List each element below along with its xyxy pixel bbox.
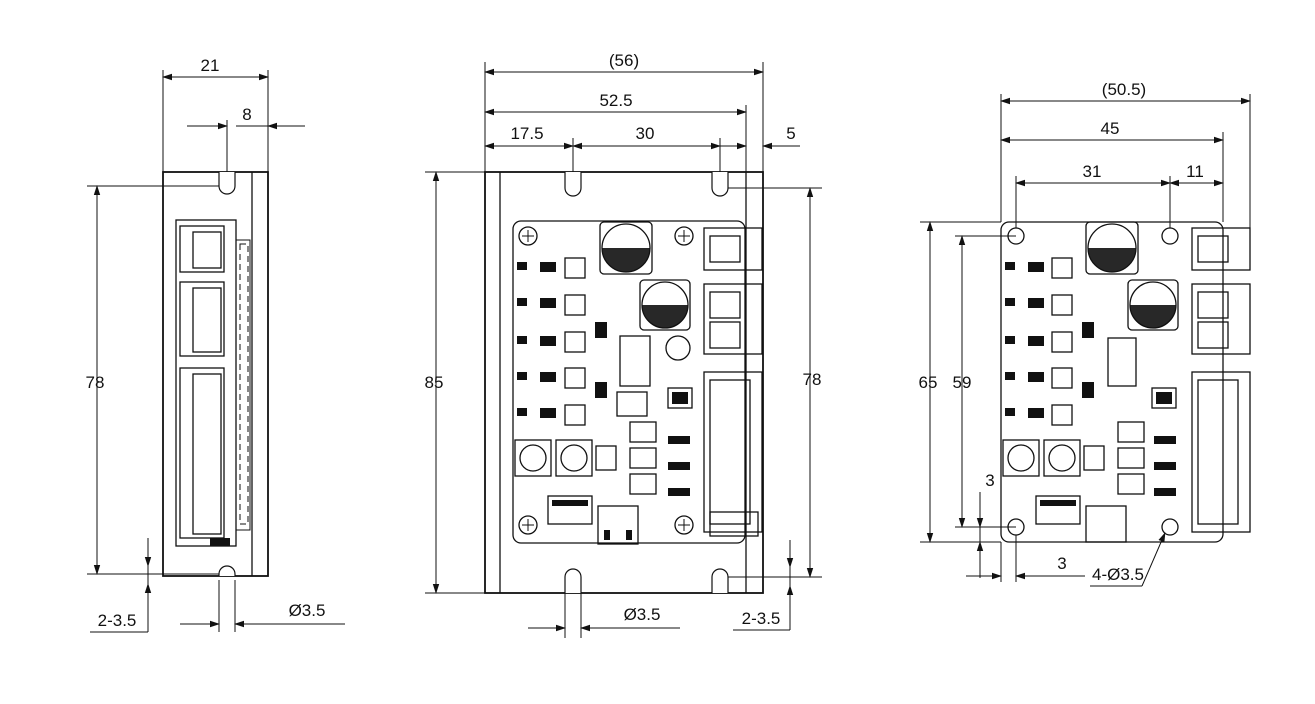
side-slot-dim: 2-3.5 [98,611,137,630]
pcb-board-width-dim: 45 [1101,119,1120,138]
side-hole-dim: Ø3.5 [289,601,326,620]
front-hole-dim: Ø3.5 [624,605,661,624]
pcb-holes-dim: 4-Ø3.5 [1092,565,1144,584]
front-edge-dim: 5 [786,124,795,143]
front-slot-span-dim: 52.5 [599,91,632,110]
pcb-hole-pitch-y-dim: 59 [953,373,972,392]
pcb-ic-column [1005,257,1073,426]
pcb-board-height-dim: 65 [919,373,938,392]
front-screw-icons [518,226,694,535]
front-slot-dim: 2-3.5 [742,609,781,628]
pcb-overall-width-dim: (50.5) [1102,80,1146,99]
front-plate-outline [484,171,764,594]
front-overall-width-dim: (56) [609,51,639,70]
front-slot-bottom-right [711,568,729,593]
front-connector-3 [703,371,763,533]
pcb-hole-pitch-x-dim: 31 [1083,162,1102,181]
pcb-edge-x2-dim: 3 [1057,554,1066,573]
pcb-edge-y-dim: 3 [985,471,994,490]
side-view: 21 8 78 2-3.5 Ø3.5 [86,56,345,633]
front-slot-bottom-left [564,568,582,593]
front-view: (56) 52.5 17.5 30 5 85 78 Ø3.5 2-3.5 [425,51,822,638]
front-connector-2 [703,283,763,355]
pcb-hole-bottom-right [1161,518,1179,536]
pcb-edge-x-dim: 11 [1186,162,1204,181]
side-width-dim: 21 [201,56,220,75]
front-slot-top-right [711,172,729,197]
side-flange-dim: 8 [242,105,251,124]
front-slot-offset-dim: 17.5 [510,124,543,143]
front-pcb [512,220,746,544]
front-ic-column [517,257,586,426]
side-slot-top [218,172,236,195]
front-slot-pitch-dim: 30 [636,124,655,143]
front-overall-height-dim: 85 [425,373,444,392]
side-slot-bottom [218,565,236,576]
side-board [175,219,237,547]
pcb-hole-top-right [1161,227,1179,245]
pcb-view: (50.5) 45 31 11 65 59 3 3 4-Ø3.5 [919,80,1251,587]
side-housing-outline [162,171,269,577]
front-connector-1 [703,227,763,271]
side-height-dim: 78 [86,373,105,392]
front-slot-top-left [564,172,582,197]
front-inner-height-dim: 78 [803,370,822,389]
